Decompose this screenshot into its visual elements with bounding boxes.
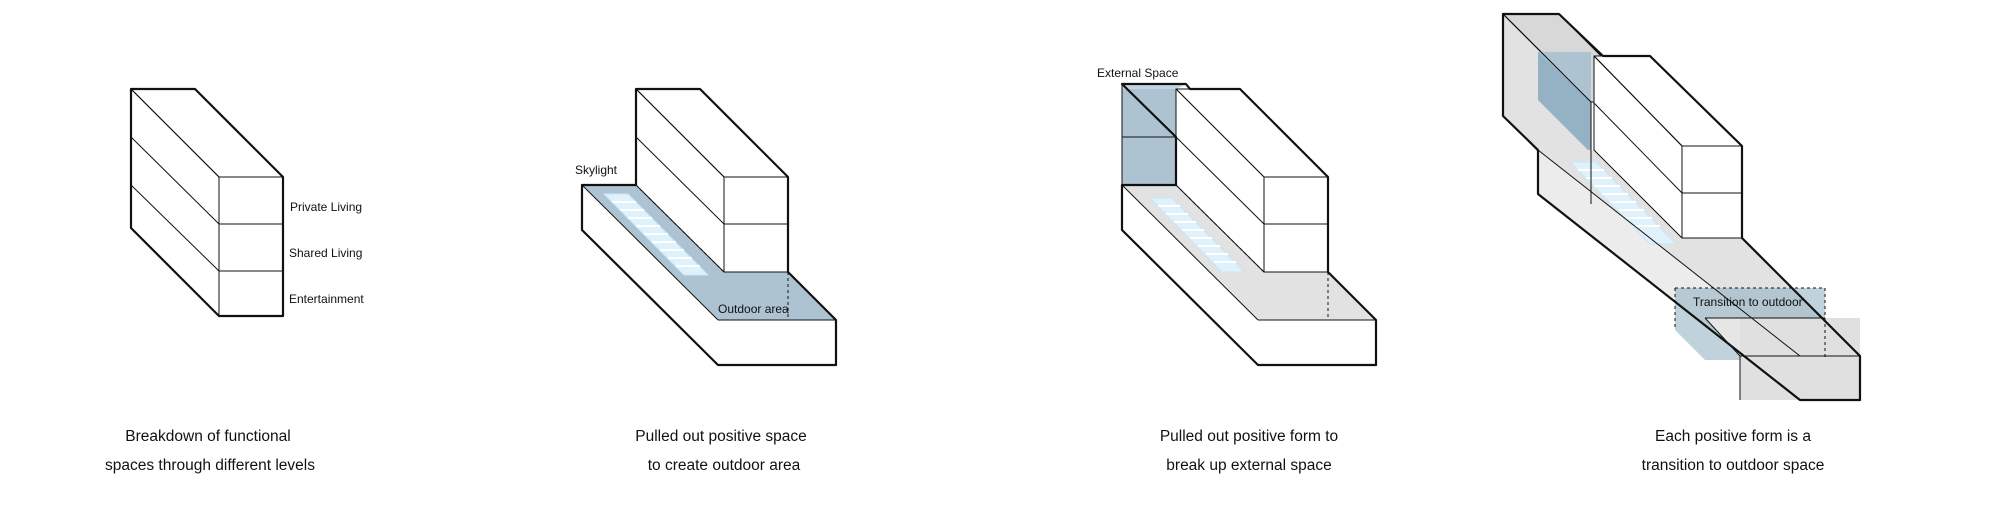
massing-outline [1501, 12, 1862, 402]
caption-4-line-2: transition to outdoor space [1642, 457, 1825, 474]
label-skylight: Skylight [575, 163, 618, 177]
skylight [1149, 197, 1245, 273]
caption-3-line-2: break up external space [1166, 457, 1331, 474]
caption-2-line-2: to create outdoor area [648, 457, 801, 474]
diagram-transition [1501, 12, 1862, 402]
label-transition-to-outdoor: Transition to outdoor [1693, 295, 1803, 309]
massing-outline [580, 87, 838, 367]
skylight [1569, 161, 1677, 245]
label-outdoor-area: Outdoor area [718, 302, 789, 316]
label-private-living: Private Living [290, 200, 362, 214]
captions: Breakdown of functional spaces through d… [105, 428, 1824, 474]
caption-2-line-1: Pulled out positive space [635, 428, 806, 445]
caption-4-line-1: Each positive form is a [1655, 428, 1811, 445]
external-space-volume [1122, 84, 1186, 185]
label-shared-living: Shared Living [289, 246, 362, 260]
stack-outline [129, 87, 285, 318]
caption-1-line-2: spaces through different levels [105, 457, 315, 474]
caption-1-line-1: Breakdown of functional [125, 428, 290, 445]
diagram-functional-breakdown [129, 87, 285, 318]
diagram-outdoor-area [580, 87, 838, 367]
label-entertainment: Entertainment [289, 292, 364, 306]
label-external-space: External Space [1097, 66, 1179, 80]
massing-outline [1120, 82, 1378, 367]
skylight [603, 193, 709, 276]
caption-3-line-1: Pulled out positive form to [1160, 428, 1338, 445]
diagram-external-space [1120, 82, 1378, 367]
